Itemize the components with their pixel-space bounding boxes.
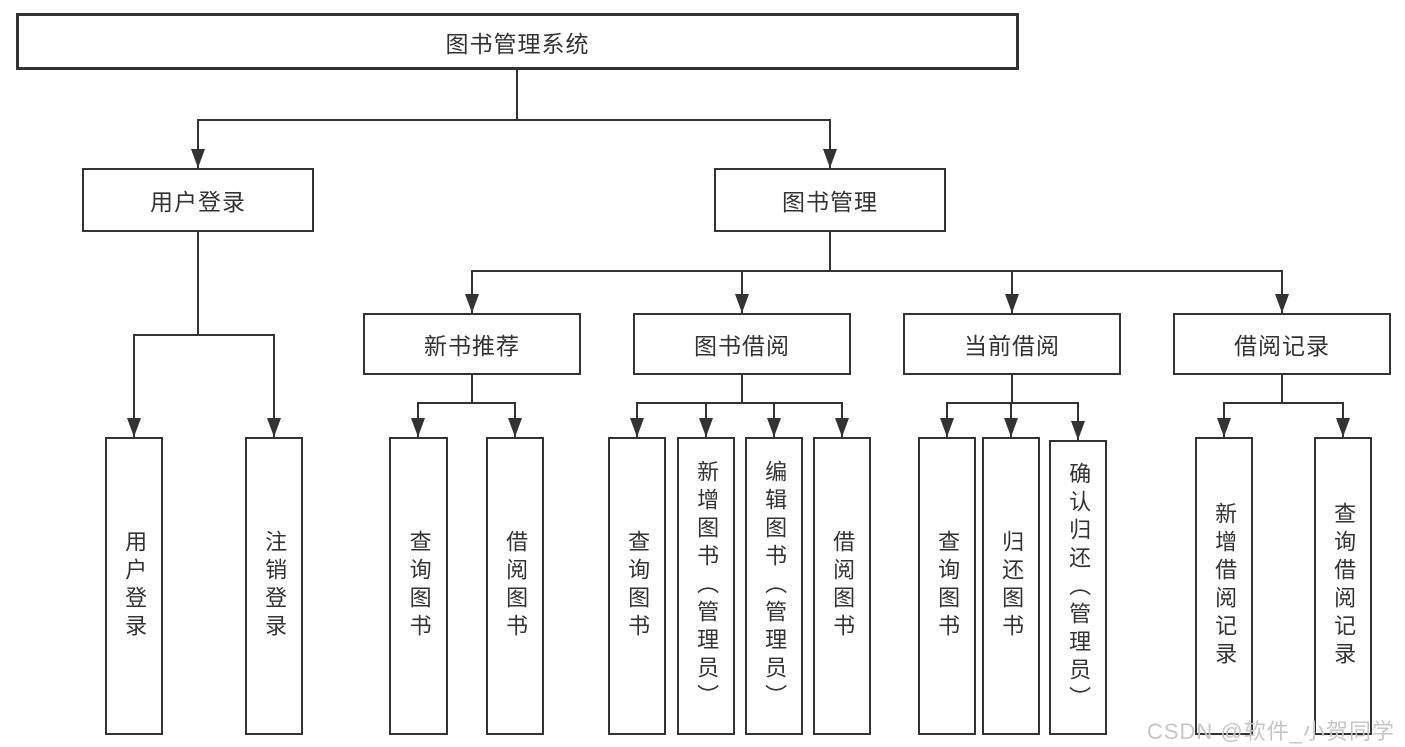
leaf-borrow-query-book-label: 查询图书 <box>625 530 651 642</box>
leaf-current-confirm-return-admin: 确认归还（管理员） <box>1049 440 1107 735</box>
arrowhead-rec-query-icon <box>411 418 425 437</box>
arrowhead-bor-query-icon <box>630 418 644 437</box>
node-root-label: 图书管理系统 <box>445 30 590 57</box>
connector-stub-user-login <box>197 120 199 168</box>
leaf-logout-label: 注销登录 <box>262 530 288 642</box>
connector-stub-book-management <box>829 120 831 168</box>
node-new-book-recommend-label: 新书推荐 <box>424 333 520 359</box>
leaf-current-return-book: 归还图书 <box>982 437 1040 735</box>
node-borrow-record-label: 借阅记录 <box>1234 333 1330 359</box>
connector-record-branch <box>1223 402 1344 404</box>
leaf-record-query-record-label: 查询借阅记录 <box>1331 502 1357 670</box>
arrowhead-bor-borrow-icon <box>835 418 849 437</box>
arrowhead-rec-borrow-icon <box>508 418 522 437</box>
arrowhead-bor-edit-icon <box>767 418 781 437</box>
leaf-current-return-book-label: 归还图书 <box>999 530 1025 642</box>
node-book-management-label: 图书管理 <box>782 189 878 215</box>
connector-stub-borrow <box>741 271 743 313</box>
leaf-recommend-query-book-label: 查询图书 <box>406 530 432 642</box>
leaf-logout: 注销登录 <box>245 437 303 735</box>
arrowhead-cur-query-icon <box>940 418 954 437</box>
leaf-current-confirm-return-admin-label: 确认归还（管理员） <box>1066 461 1092 714</box>
connector-login-branch <box>133 334 275 336</box>
arrowhead-current-icon <box>1005 294 1019 313</box>
arrowhead-leaf-login-icon <box>127 418 141 437</box>
arrowhead-rcd-add-icon <box>1217 418 1231 437</box>
leaf-borrow-borrow-book-label: 借阅图书 <box>830 530 856 642</box>
connector-mgmt-branch <box>471 270 1283 272</box>
node-root: 图书管理系统 <box>16 13 1019 70</box>
leaf-record-add-record: 新增借阅记录 <box>1195 437 1253 735</box>
leaf-borrow-query-book: 查询图书 <box>608 437 666 735</box>
connector-stub-current <box>1011 271 1013 313</box>
leaf-borrow-edit-book-admin: 编辑图书（管理员） <box>745 437 803 735</box>
leaf-current-query-book: 查询图书 <box>918 437 976 735</box>
connector-recommend-drop <box>471 375 473 404</box>
connector-stub-record <box>1281 271 1283 313</box>
connector-current-drop <box>1011 375 1013 404</box>
arrowhead-leaf-logout-icon <box>267 418 281 437</box>
connector-borrow-branch <box>636 402 843 404</box>
node-user-login: 用户登录 <box>82 168 314 232</box>
connector-record-drop <box>1281 375 1283 404</box>
node-borrow-record: 借阅记录 <box>1173 313 1391 375</box>
connector-borrow-drop <box>741 375 743 404</box>
arrowhead-recommend-icon <box>465 294 479 313</box>
connector-stub-recommend <box>471 271 473 313</box>
connector-stub-leaf-logout <box>273 335 275 437</box>
node-current-borrow: 当前借阅 <box>903 313 1121 375</box>
leaf-record-add-record-label: 新增借阅记录 <box>1212 502 1238 670</box>
connector-recommend-branch <box>417 402 516 404</box>
connector-mgmt-drop <box>829 232 831 272</box>
leaf-borrow-add-book-admin-label: 新增图书（管理员） <box>694 460 720 712</box>
connector-login-drop <box>197 232 199 336</box>
leaf-current-query-book-label: 查询图书 <box>935 530 961 642</box>
node-book-borrow: 图书借阅 <box>633 313 851 375</box>
leaf-record-query-record: 查询借阅记录 <box>1314 437 1372 735</box>
arrowhead-cur-return-icon <box>1004 418 1018 437</box>
connector-root-drop <box>516 70 518 120</box>
arrowhead-user-login-icon <box>191 149 205 168</box>
arrowhead-borrow-icon <box>735 294 749 313</box>
leaf-recommend-borrow-book-label: 借阅图书 <box>503 530 529 642</box>
arrowhead-bor-add-icon <box>699 418 713 437</box>
leaf-borrow-add-book-admin: 新增图书（管理员） <box>677 437 735 735</box>
leaf-user-login: 用户登录 <box>105 437 163 735</box>
node-current-borrow-label: 当前借阅 <box>964 333 1060 359</box>
csdn-watermark: CSDN @软件_小贺同学 <box>1146 719 1395 744</box>
leaf-recommend-borrow-book: 借阅图书 <box>486 437 544 735</box>
node-book-borrow-label: 图书借阅 <box>694 333 790 359</box>
arrowhead-book-management-icon <box>823 149 837 168</box>
arrowhead-rcd-query-icon <box>1336 418 1350 437</box>
node-book-management: 图书管理 <box>714 168 946 232</box>
arrowhead-record-icon <box>1275 294 1289 313</box>
node-user-login-label: 用户登录 <box>150 189 246 215</box>
connector-stub-leaf-login <box>133 335 135 437</box>
node-new-book-recommend: 新书推荐 <box>363 313 581 375</box>
arrowhead-cur-confirm-icon <box>1071 421 1085 440</box>
leaf-recommend-query-book: 查询图书 <box>389 437 448 735</box>
connector-current-branch <box>946 402 1079 404</box>
leaf-user-login-label: 用户登录 <box>122 530 148 642</box>
leaf-borrow-borrow-book: 借阅图书 <box>813 437 871 735</box>
leaf-borrow-edit-book-admin-label: 编辑图书（管理员） <box>762 460 788 712</box>
connector-root-branch <box>197 119 831 121</box>
